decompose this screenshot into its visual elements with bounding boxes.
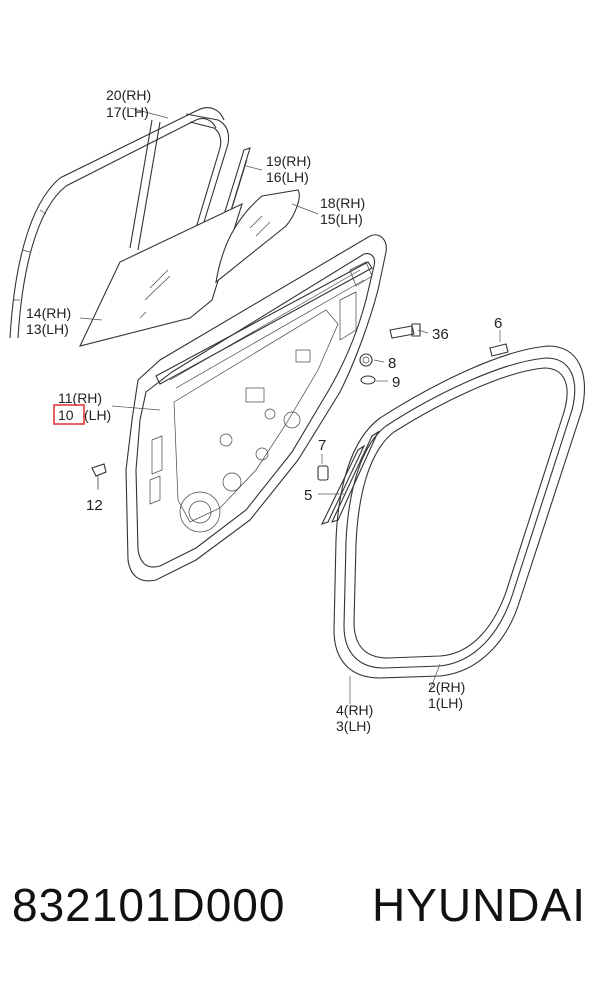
callout-3: 3(LH) [336,718,371,734]
callout-15: 15(LH) [320,211,363,227]
brand-name: HYUNDAI [371,879,586,931]
belt-molding [155,261,373,385]
callout-18: 18(RH) [320,195,365,211]
callout-12: 12 [86,497,103,514]
exploded-parts-diagram: 20(RH) 17(LH) 19(RH) 16(LH) 18(RH) 15(LH… [9,87,585,734]
callout-7: 7 [318,437,326,454]
bumper-part-7 [317,465,329,481]
nut-part-8 [359,353,373,367]
callout-8: 8 [388,355,396,372]
callout-19: 19(RH) [266,153,311,169]
door-glass-run-channel [9,107,225,339]
part-number: 832101D000 [12,879,286,931]
door-inner-panel [125,234,387,582]
callout-10-highlight [53,404,85,425]
door-side-weatherstrip [320,430,380,525]
clip-part-6 [489,343,509,357]
callout-labels: 20(RH) 17(LH) 19(RH) 16(LH) 18(RH) 15(LH… [26,87,502,734]
callout-10-side: (LH) [84,407,111,423]
callout-1: 1(LH) [428,695,463,711]
callout-11: 11(RH) [58,390,102,406]
clip-part-12 [91,463,107,488]
callout-2: 2(RH) [428,679,465,695]
callout-17: 17(LH) [106,104,149,120]
quarter-glass [215,189,300,284]
callout-5: 5 [304,487,312,504]
door-weatherstrip [333,345,585,679]
callout-36: 36 [432,326,449,343]
washer-part-9 [360,375,376,385]
door-glass [78,202,243,347]
callout-10: 10 [58,407,74,423]
rear-door-channel [129,113,230,281]
callout-16: 16(LH) [266,169,309,185]
callout-20: 20(RH) [106,87,151,103]
footer: 832101D000 HYUNDAI [0,878,600,948]
callout-4: 4(RH) [336,702,373,718]
callout-6: 6 [494,315,502,332]
callout-14: 14(RH) [26,305,71,321]
callout-13: 13(LH) [26,321,69,337]
bolt-part-36 [389,323,421,339]
callout-9: 9 [392,374,400,391]
leader-lines [79,107,501,704]
